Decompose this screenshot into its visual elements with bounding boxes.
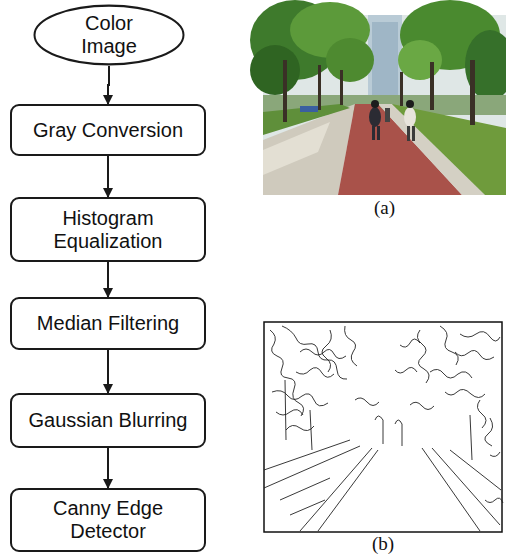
flow-arrow — [108, 66, 109, 104]
process-box: Gray Conversion — [10, 104, 206, 156]
node-text: Canny Edge Detector — [33, 497, 183, 543]
node-text: Gray Conversion — [33, 119, 183, 142]
flow-arrow — [107, 156, 109, 197]
process-box: Median Filtering — [10, 297, 206, 350]
flow-arrow — [107, 262, 109, 297]
figure-caption: (a) — [263, 198, 506, 218]
process-box: Histogram Equalization — [10, 197, 206, 262]
flow-arrow — [107, 448, 109, 488]
figure-caption: (b) — [263, 534, 503, 554]
node-text: Median Filtering — [37, 312, 179, 335]
edge-map — [264, 322, 503, 532]
street-photo — [250, 0, 506, 195]
node-text: Color Image — [64, 12, 154, 58]
node-text: Gaussian Blurring — [29, 409, 188, 432]
process-box: Gaussian Blurring — [10, 393, 206, 448]
flow-arrow — [107, 350, 109, 393]
node-text: Histogram Equalization — [23, 207, 193, 253]
process-box: Canny Edge Detector — [10, 488, 206, 552]
terminal-ellipse: Color Image — [33, 4, 185, 66]
